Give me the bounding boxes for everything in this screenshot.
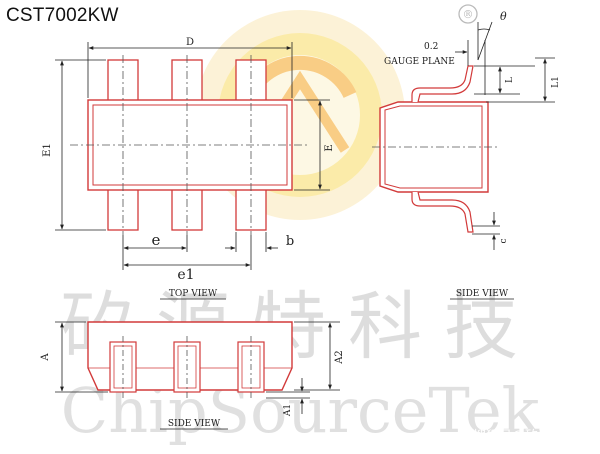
label-b: b	[286, 234, 294, 249]
top-view: D E1 E e b e1 TOP VIEW	[42, 37, 335, 300]
label-e: e	[152, 231, 161, 249]
label-c: c	[499, 238, 509, 243]
label-E: E	[324, 144, 335, 151]
label-gauge-dim: 0.2	[424, 42, 438, 52]
label-L: L	[505, 77, 515, 83]
label-e1: e1	[177, 267, 194, 283]
label-gauge-plane: GAUGE PLANE	[384, 57, 455, 67]
caption-top-view: TOP VIEW	[169, 289, 218, 299]
registered-mark: ®	[458, 4, 478, 24]
label-E1: E1	[42, 143, 53, 157]
label-L1: L1	[551, 76, 561, 88]
source-credit: 搜狐号@矽源特科技	[472, 429, 590, 444]
label-A2: A2	[334, 350, 345, 365]
caption-side-view-right: SIDE VIEW	[456, 289, 509, 299]
label-A1: A1	[283, 404, 293, 417]
part-number-title: CST7002KW	[6, 5, 119, 26]
side-view-bottom: A A2 A1 SIDE VIEW	[40, 321, 345, 430]
label-A: A	[40, 353, 51, 362]
caption-side-view-bottom: SIDE VIEW	[168, 419, 221, 429]
label-theta: θ	[500, 10, 507, 23]
svg-text:®: ®	[463, 8, 474, 21]
label-D: D	[186, 37, 194, 48]
side-view-right: 0.2 GAUGE PLANE θ L L1 c SIDE VIEW	[372, 10, 561, 300]
